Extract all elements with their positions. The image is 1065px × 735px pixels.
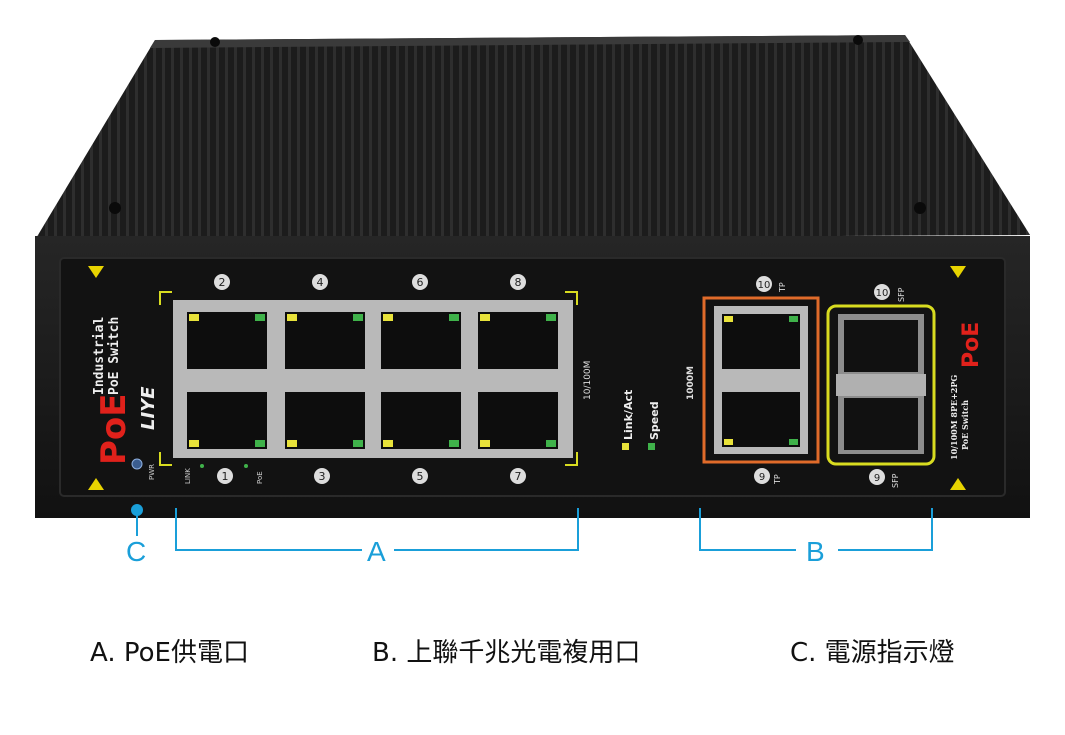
uplink-tp-number-top: 10: [758, 280, 771, 291]
uplink-sfp-number-top: 10: [876, 288, 889, 299]
legend-c: C. 電源指示燈: [790, 638, 955, 668]
legend-b: B. 上聯千兆光電複用口: [372, 638, 641, 668]
link-label: LINK: [184, 468, 192, 484]
port-number-6: 6: [417, 276, 424, 289]
left-caption-2: PoE Switch: [107, 317, 122, 395]
port-number-5: 5: [417, 470, 424, 483]
callout-lines: [131, 504, 933, 551]
left-caption-1: Industrial: [92, 317, 107, 395]
port-number-8: 8: [515, 276, 522, 289]
legend-a: A. PoE供電口: [90, 638, 249, 668]
uplink-sfp-number-bottom: 9: [874, 473, 880, 484]
right-caption-2: PoE Switch: [960, 400, 970, 450]
port-number-7: 7: [515, 470, 522, 483]
uplink-tp-frame: [702, 296, 820, 464]
right-caption-1: 10/100M 8PE+2PG: [949, 375, 959, 460]
poe-label: PoE: [256, 471, 264, 484]
uplink-sfp-frame: [826, 304, 936, 466]
sfp-label-bottom: SFP: [891, 473, 900, 488]
brand-logo: LIYE: [138, 386, 159, 430]
port-number-1: 1: [222, 470, 229, 483]
callout-b: B: [806, 536, 825, 567]
speed-label: 10/100M: [583, 361, 593, 400]
poe-switch-photo: PoE Industrial PoE Switch LIYE PWR LINK …: [35, 35, 1030, 518]
uplink-tp-number-bottom: 9: [759, 472, 765, 483]
pwr-label: PWR: [148, 464, 156, 480]
port-number-3: 3: [319, 470, 326, 483]
led-legend-speed: Speed: [648, 401, 661, 440]
pwr-led: [131, 458, 143, 470]
tp-label-bottom: TP: [773, 474, 782, 485]
heatsink-top: [35, 35, 1030, 240]
port-number-2: 2: [219, 276, 226, 289]
right-poe-logo: PoE: [959, 322, 984, 368]
tp-label-top: TP: [778, 282, 787, 293]
led-legend-link-act: Link/Act: [622, 390, 635, 440]
left-poe-logo: PoE: [94, 393, 134, 465]
gig-label: 1000M: [686, 366, 696, 400]
callout-a: A: [367, 536, 386, 567]
sfp-label-top: SFP: [897, 287, 906, 302]
callout-c: C: [126, 536, 147, 567]
port-number-4: 4: [317, 276, 324, 289]
